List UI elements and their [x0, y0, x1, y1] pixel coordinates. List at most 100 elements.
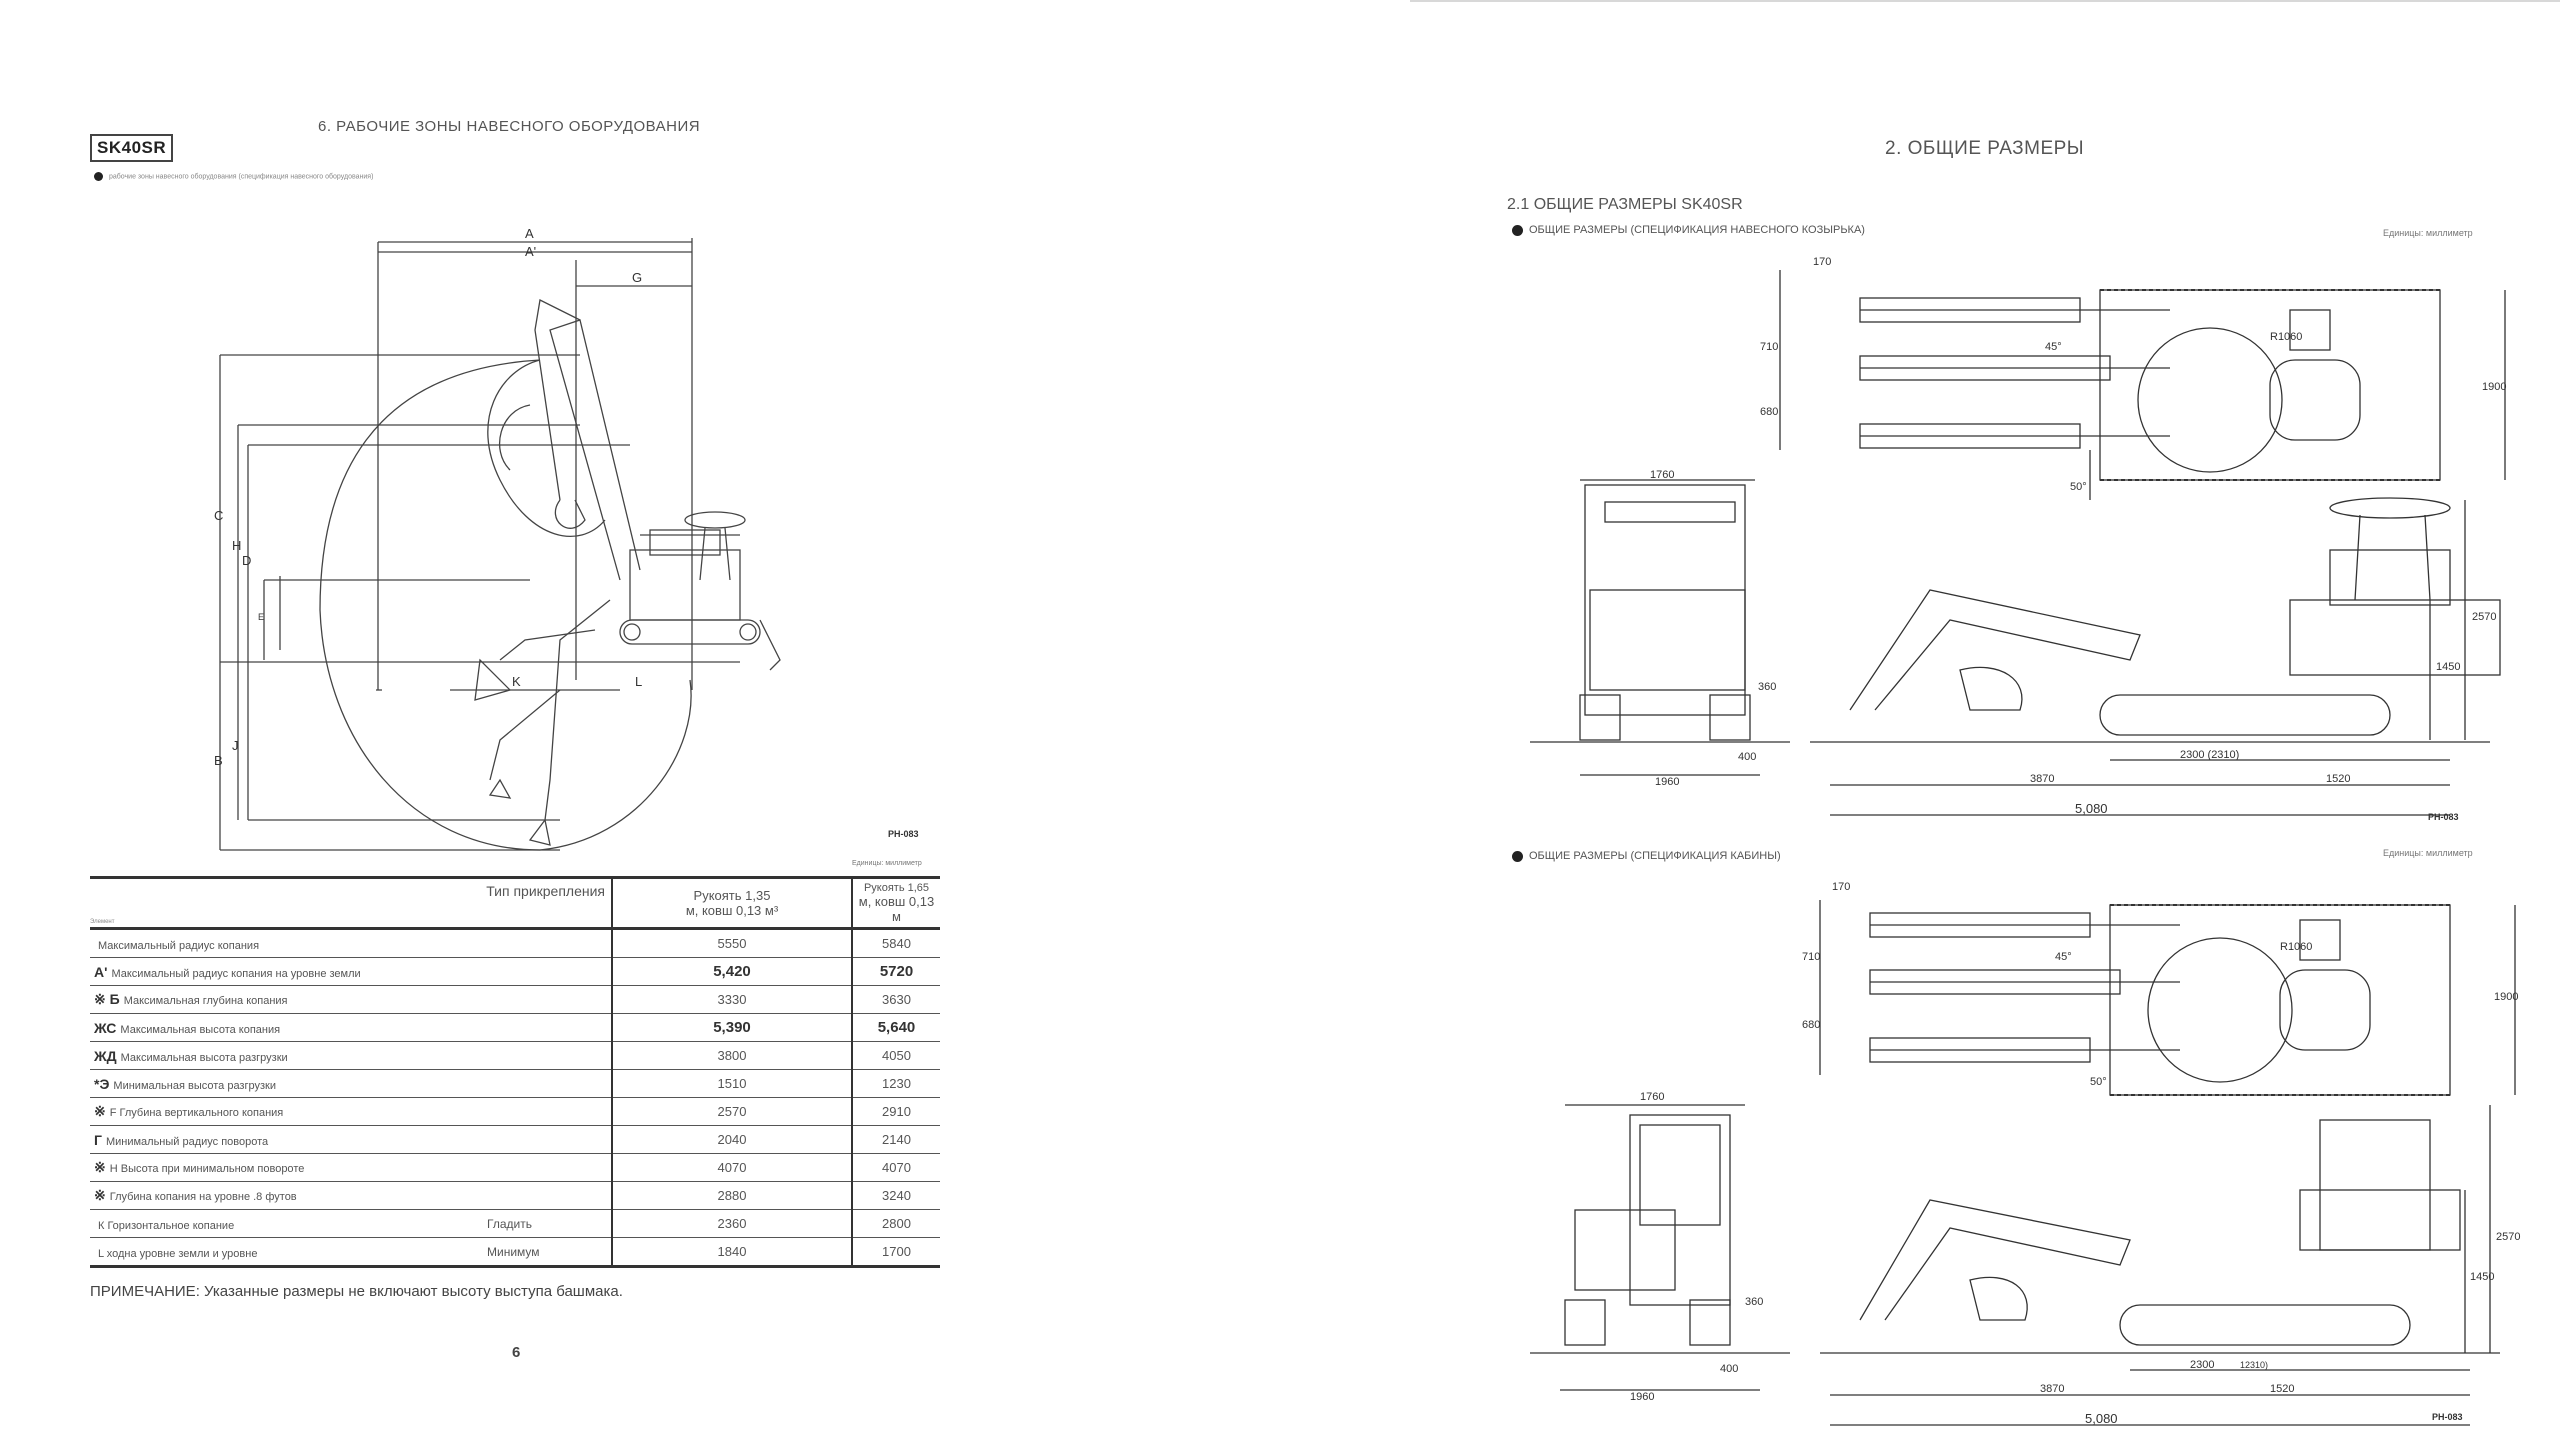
value-arm-1-65: 5,640: [851, 1013, 940, 1042]
value-arm-1-65: 4050: [851, 1041, 940, 1070]
left-units: Единицы: миллиметр: [852, 860, 922, 867]
fig2-dim-2300: 2300: [2190, 1359, 2214, 1371]
fig1-dim-1450: 1450: [2436, 661, 2460, 673]
fig1-dim-170: 170: [1813, 256, 1831, 268]
section-title: 6. РАБОЧИЕ ЗОНЫ НАВЕСНОГО ОБОРУДОВАНИЯ: [318, 118, 701, 135]
fig1-dimension-drawing: 1760 170 710 680 R1060 45° 50° 1900 2570…: [1530, 256, 2506, 816]
value-arm-1-65: 3630: [851, 985, 940, 1014]
fig1-dim-680: 680: [1760, 406, 1778, 418]
left-figure-code: PH-083: [888, 829, 919, 839]
fig1-dim-angle-50: 50°: [2070, 481, 2087, 493]
row-sublabel: [483, 1069, 612, 1098]
header-type-cell: Тип прикрепления Элемент: [90, 877, 612, 930]
right-page-title: 2. ОБЩИЕ РАЗМЕРЫ: [1885, 138, 2085, 159]
footnote: ПРИМЕЧАНИЕ: Указанные размеры не включаю…: [90, 1283, 623, 1300]
label-l: L: [635, 674, 642, 689]
fig2-dim-1450: 1450: [2470, 1271, 2494, 1283]
fig2-dim-angle-45: 45°: [2055, 951, 2072, 963]
row-sublabel: [483, 957, 612, 986]
row-label-text: Максимальная высота копания: [120, 1023, 281, 1036]
row-mark: ※: [94, 1159, 106, 1175]
fig2-dim-710: 710: [1802, 951, 1820, 963]
fig2-dim-1900: 1900: [2494, 991, 2518, 1003]
bullet-icon: [1512, 224, 1523, 236]
value-arm-1-35: 3800: [611, 1041, 852, 1070]
value-arm-1-65: 1700: [851, 1237, 940, 1268]
fig1-caption: ОБЩИЕ РАЗМЕРЫ (СПЕЦИФИКАЦИЯ НАВЕСНОГО КО…: [1512, 224, 1865, 236]
row-label: ※Н Высота при минимальном повороте: [90, 1153, 483, 1182]
label-a-prime: A': [525, 244, 536, 259]
fig2-dim-360: 360: [1745, 1296, 1763, 1308]
row-sublabel: [483, 1125, 612, 1154]
value-arm-1-35: 5550: [611, 928, 852, 958]
value-arm-1-35: 3330: [611, 985, 852, 1014]
row-label-text: L ходна уровне земли и уровне: [98, 1247, 258, 1260]
row-mark: ЖС: [94, 1019, 117, 1036]
value-arm-1-65: 3240: [851, 1181, 940, 1210]
page-divider: [1410, 0, 2560, 2]
fig2-units: Единицы: миллиметр: [2383, 848, 2473, 858]
row-label-text: Максимальный радиус копания: [98, 939, 260, 952]
fig2-dim-680: 680: [1802, 1019, 1820, 1031]
bullet-icon: [1512, 850, 1523, 862]
row-label-text: Н Высота при минимальном повороте: [109, 1163, 305, 1175]
row-mark: ※: [94, 1103, 106, 1119]
label-b: B: [214, 753, 223, 768]
row-sublabel: [483, 1013, 612, 1042]
row-label-text: Максимальная высота разгрузки: [120, 1051, 288, 1064]
row-sublabel: [483, 1041, 612, 1070]
value-arm-1-35: 2360: [611, 1209, 852, 1238]
row-sublabel: Гладить: [483, 1209, 612, 1238]
fig1-dim-radius: R1060: [2270, 331, 2302, 343]
fig2-dim-total: 5,080: [2085, 1411, 2118, 1426]
fig2-dimension-drawing: 1760 170 710 680 R1060 45° 50° 1900 2570…: [1530, 881, 2520, 1426]
fig1-dim-total: 5,080: [2075, 801, 2108, 816]
fig2-dim-angle-50: 50°: [2090, 1076, 2107, 1088]
value-arm-1-65: 1230: [851, 1069, 940, 1098]
right-page-subtitle: 2.1 ОБЩИЕ РАЗМЕРЫ SK40SR: [1507, 196, 1743, 213]
fig1-dim-1900: 1900: [2482, 381, 2506, 393]
fig1-dim-2300: 2300 (2310): [2180, 749, 2239, 761]
fig1-code: PH-083: [2428, 812, 2459, 822]
value-arm-1-35: 4070: [611, 1153, 852, 1182]
value-arm-1-65: 5840: [851, 928, 940, 958]
value-arm-1-35: 5,390: [611, 1013, 852, 1042]
row-label-text: Максимальная глубина копания: [123, 995, 288, 1007]
fig2-caption: ОБЩИЕ РАЗМЕРЫ (СПЕЦИФИКАЦИЯ КАБИНЫ): [1512, 850, 1781, 862]
table-row: A'Максимальный радиус копания на уровне …: [90, 957, 940, 986]
row-label: L ходна уровне земли и уровне: [90, 1237, 483, 1268]
fig1-dim-400: 400: [1738, 751, 1756, 763]
row-sublabel: [483, 1181, 612, 1210]
row-label-text: Максимальный радиус копания на уровне зе…: [111, 967, 361, 980]
row-label: ※F Глубина вертикального копания: [90, 1097, 483, 1126]
row-mark: A': [94, 963, 108, 980]
row-sublabel: [483, 928, 612, 958]
fig1-dim-1960: 1960: [1655, 776, 1679, 788]
value-arm-1-65: 2140: [851, 1125, 940, 1154]
row-sublabel: Минимум: [483, 1237, 612, 1268]
value-arm-1-35: 2880: [611, 1181, 852, 1210]
fig2-dim-1520: 1520: [2270, 1383, 2294, 1395]
fig1-dim-710: 710: [1760, 341, 1778, 353]
row-mark: ※: [94, 1187, 106, 1203]
fig1-units: Единицы: миллиметр: [2383, 228, 2473, 238]
fig1-dim-angle-45: 45°: [2045, 341, 2062, 353]
value-arm-1-65: 2800: [851, 1209, 940, 1238]
fig2-dim-400: 400: [1720, 1363, 1738, 1375]
row-sublabel: [483, 985, 612, 1014]
fig1-dim-1520: 1520: [2326, 773, 2350, 785]
fig2-dim-top-width: 1760: [1640, 1091, 1664, 1103]
